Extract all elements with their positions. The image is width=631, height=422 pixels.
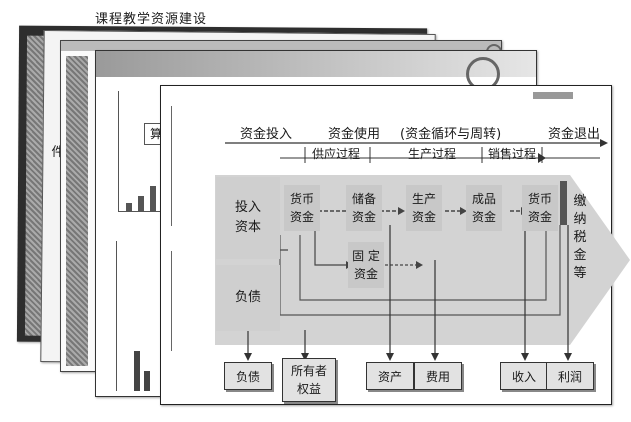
flow-arrow xyxy=(314,225,348,266)
label-sales-process: 销售过程 xyxy=(488,147,537,161)
mini-chart-bar xyxy=(126,203,132,211)
label-supply-process: 供应过程 xyxy=(312,147,361,161)
label-tax-payment: 缴纳税金等 xyxy=(573,194,587,281)
mini-chart-axis xyxy=(171,106,172,226)
box-finished-goods-capital: 成品资金 xyxy=(466,185,502,231)
box-monetary-capital-2: 货币资金 xyxy=(522,185,558,231)
mini-chart-axis xyxy=(116,241,117,391)
box-production-capital: 生产资金 xyxy=(406,185,442,231)
mini-chart-axis xyxy=(118,91,119,211)
output-assets: 资产 xyxy=(366,362,414,390)
box-monetary-capital: 货币资金 xyxy=(284,185,320,231)
page-title: 课程教学资源建设 xyxy=(95,12,208,27)
label-production-process: 生产过程 xyxy=(408,147,457,161)
tax-bar xyxy=(560,181,567,225)
output-revenue: 收入 xyxy=(500,362,548,390)
mini-chart-axis xyxy=(118,211,166,212)
slide-logo-small xyxy=(533,92,573,99)
box-liabilities-left: 负债 xyxy=(216,265,280,331)
output-owners-equity: 所有者权益 xyxy=(282,358,336,402)
slide-header-bar xyxy=(96,51,536,77)
box-reserve-capital: 储备资金 xyxy=(346,185,382,231)
timeline-arrowhead xyxy=(600,139,608,147)
loop-line xyxy=(279,225,561,316)
label-capital-use: 资金使用 xyxy=(328,127,381,142)
output-profit: 利润 xyxy=(546,362,594,390)
mini-chart-bar xyxy=(134,351,140,391)
mini-chart-axis xyxy=(171,251,172,351)
label-capital-cycle: (资金循环与周转) xyxy=(400,127,502,142)
slide-texture xyxy=(66,56,88,366)
mini-chart-bar xyxy=(138,196,144,211)
output-liabilities: 负债 xyxy=(224,362,272,390)
label-capital-exit: 资金退出 xyxy=(548,127,601,142)
mini-chart-bar xyxy=(150,186,156,211)
slide-header-bar xyxy=(61,41,501,51)
mini-chart-bar xyxy=(144,371,150,391)
box-fixed-capital: 固 定资金 xyxy=(348,242,384,288)
label-capital-input: 资金投入 xyxy=(240,127,293,142)
output-expenses: 费用 xyxy=(414,362,462,390)
box-invested-capital: 投入资本 xyxy=(216,177,280,259)
loop-line xyxy=(299,225,547,301)
capital-flow-diagram: 资金投入 资金使用 (资金循环与周转) 资金退出 供应过程 生产过程 销售过程 … xyxy=(160,85,631,415)
